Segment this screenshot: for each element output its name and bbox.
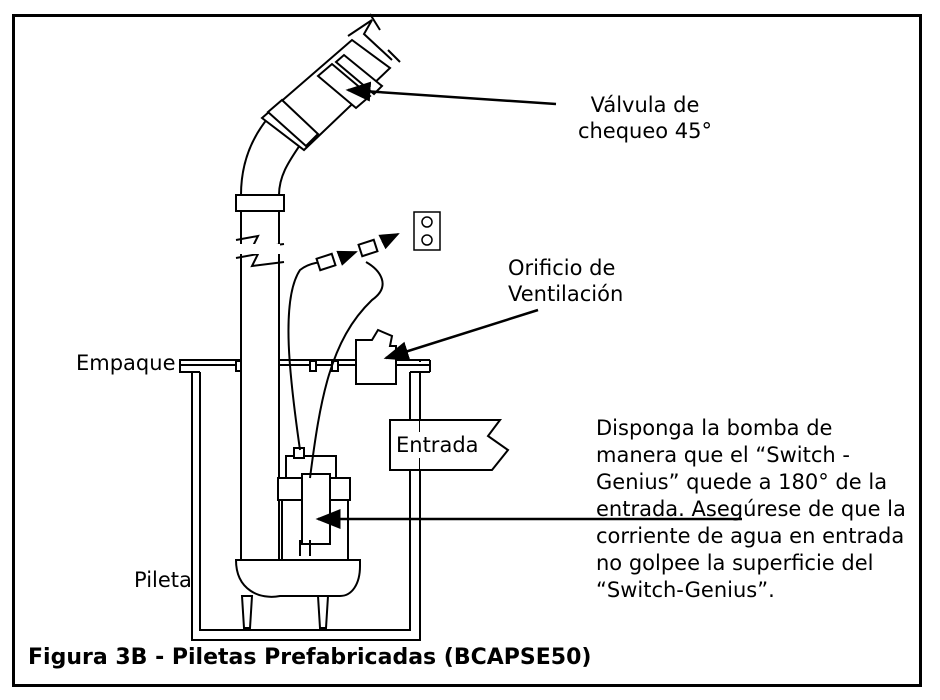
note-line: Genius” quede a 180° de la [596,470,888,494]
check-valve-label-line2: chequeo 45° [577,119,713,143]
check-valve-label: Válvula de chequeo 45° [570,92,720,144]
figure-frame [12,14,922,687]
electrical-outlet-icon [413,211,441,251]
inlet-label: Entrada [396,432,479,458]
figure-caption: Figura 3B - Piletas Prefabricadas (BCAPS… [28,645,592,670]
note-line: manera que el “Switch - [596,443,850,467]
basin-label: Pileta [134,568,192,592]
pump-body [234,447,361,629]
basin-outline [179,359,431,641]
note-line: Disponga la bomba de [596,416,833,440]
discharge-pipe [235,194,285,561]
note-line: corriente de agua en entrada [596,524,905,548]
vent-label: Orificio de Ventilación [508,255,623,307]
installation-note: Disponga la bomba de manera que el “Swit… [596,415,906,604]
plug-connector [315,233,400,272]
note-line: entrada. Asegúrese de que la [596,497,906,521]
leader-arrows [315,81,742,529]
note-line: “Switch-Genius”. [596,578,775,602]
note-line: no golpee la superficie del [596,551,874,575]
vent-label-line2: Ventilación [508,282,624,306]
gasket-label: Empaque [76,351,176,375]
vent-label-line1: Orificio de [508,256,616,280]
check-valve-label-line1: Válvula de [590,93,700,117]
angled-pipe [239,13,401,196]
